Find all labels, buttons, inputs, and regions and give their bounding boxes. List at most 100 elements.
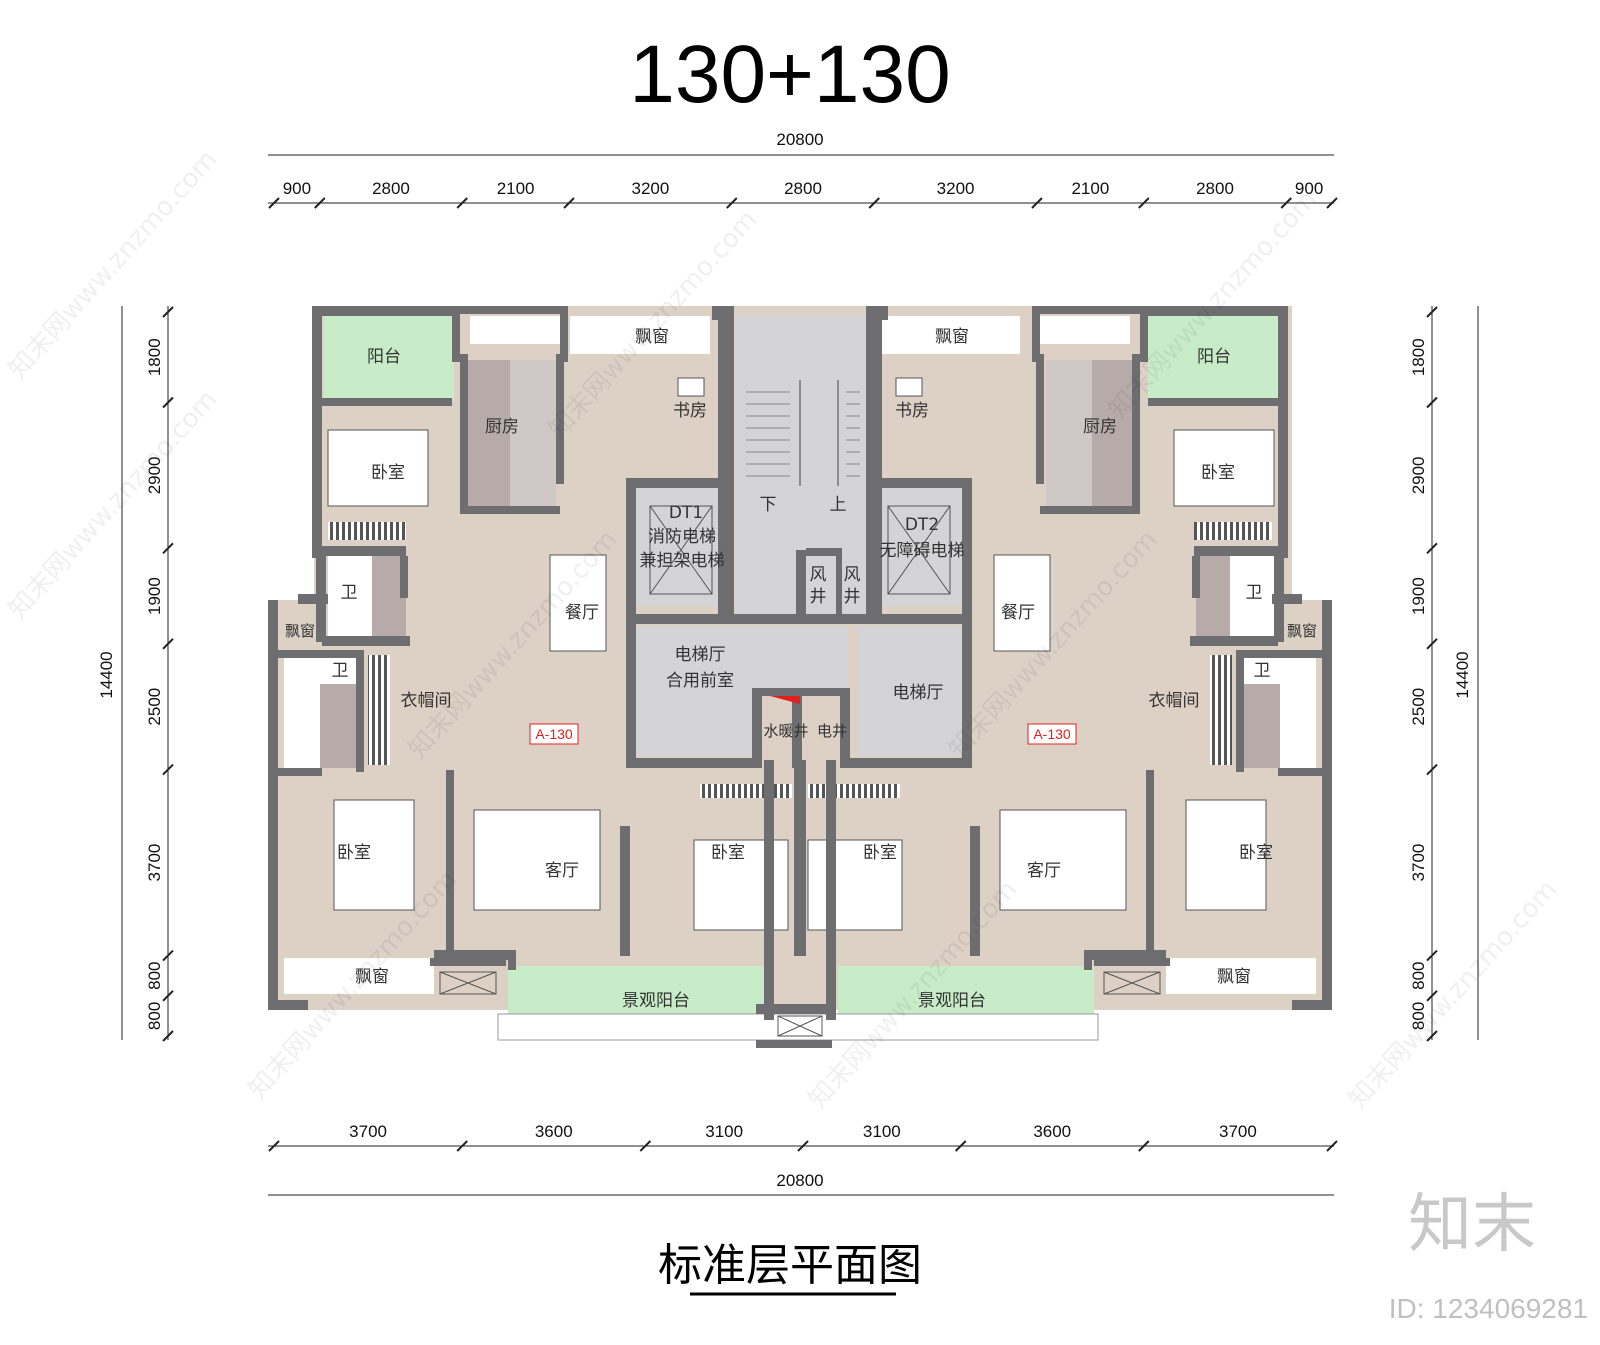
dimension-tick [1426,542,1438,555]
dimension-tick [1426,1030,1438,1042]
label-bay-top-right: 飘窗 [935,327,969,347]
dimension-tick [954,1140,967,1152]
dimension-label: 2800 [372,179,410,198]
dimension-label: 3700 [1409,844,1428,882]
label-dt1: DT1 [669,503,703,523]
label-balcony-left: 阳台 [367,347,401,367]
dimension-tick [1426,306,1438,318]
kitchen-right [1046,360,1136,510]
dimension-label: 900 [1295,179,1323,198]
bottom-total-dimension: 20800 [776,1171,823,1190]
dimension-label: 800 [145,1002,164,1030]
label-living-left: 客厅 [545,861,579,881]
label-closet-right: 衣帽间 [1149,691,1200,711]
label-electric: 电井 [817,722,847,740]
view-balcony-left [508,966,764,1014]
dimension-tick [1426,638,1438,650]
label-dining-right: 餐厅 [1001,603,1035,623]
unit-tags: A-130 A-130 [529,723,1077,745]
label-view-balcony-right: 景观阳台 [918,991,986,1011]
kitchen-left [466,360,556,510]
dimension-label: 3600 [535,1122,573,1141]
dimension-tick [1031,197,1043,209]
label-dt1-line2: 兼担架电梯 [640,551,725,571]
dimension-tick [162,542,174,555]
label-stair-up: 上 [830,495,847,515]
label-study-right: 书房 [895,401,929,421]
building-plan [268,306,1332,1048]
north-marker [770,696,800,704]
dimension-tick [162,306,174,318]
label-view-balcony-left: 景观阳台 [622,991,690,1011]
label-stair-down: 下 [760,495,777,515]
label-dt2: DT2 [905,515,939,535]
label-shaft-left-1: 风 [810,565,827,585]
balcony-right [1148,316,1278,400]
label-shaft-left-2: 井 [810,587,827,607]
dimension-tick [797,1140,809,1152]
label-bath-lower-right: 卫 [1254,661,1271,681]
unit-tag-right: A-130 [1033,726,1071,742]
dimension-tick [639,1140,652,1152]
dimension-tick [1326,197,1338,209]
plan-title: 标准层平面图 [658,1240,922,1291]
label-bay-bottom-right: 飘窗 [1217,967,1251,987]
label-bedroom-top-left: 卧室 [371,463,405,483]
elevator-lobby-right [858,626,962,756]
left-total-dimension: 14400 [97,651,116,698]
label-bay-mid-right: 飘窗 [1287,622,1317,640]
label-study-left: 书房 [673,401,707,421]
dimension-label: 2500 [145,688,164,726]
dimension-label: 800 [1409,1002,1428,1030]
brand-logo: 知末 [1408,1188,1536,1262]
dimension-label: 3100 [863,1122,901,1141]
top-total-dimension: 20800 [776,130,823,149]
dimension-tick [1138,1140,1150,1152]
dimension-label: 1900 [145,577,164,615]
dimension-label: 2800 [1196,179,1234,198]
dimension-label: 2100 [1071,179,1109,198]
label-kitchen-left: 厨房 [485,417,519,437]
label-dining-left: 餐厅 [565,603,599,623]
label-balcony-right: 阳台 [1197,347,1231,367]
dimension-label: 3700 [1219,1122,1257,1141]
dimension-tick [868,197,880,209]
dimension-label: 3700 [349,1122,387,1141]
dimension-label: 2100 [497,179,535,198]
dimension-label: 2900 [145,456,164,494]
dimension-tick [162,396,174,409]
label-bath-top-left: 卫 [341,583,358,603]
elevator-lobby-left [636,626,762,756]
page-title: 130+130 [629,29,951,120]
label-bay-mid-left: 飘窗 [285,622,315,640]
dimension-tick [162,949,174,962]
label-bedroom-lower-left: 卧室 [337,843,371,863]
dimension-label: 3200 [937,179,975,198]
dimension-tick [1426,990,1438,1002]
dimension-tick [162,1030,174,1042]
dimension-tick [456,197,468,209]
dimension-label: 3600 [1033,1122,1071,1141]
dimension-label: 1800 [145,338,164,376]
label-kitchen-right: 厨房 [1083,417,1117,437]
bottom-dimension-lines [268,1145,1334,1196]
dimension-tick [1326,1140,1338,1152]
unit-tag-left: A-130 [535,726,573,742]
dimension-tick [162,990,174,1002]
dimension-tick [1426,763,1438,776]
room-labels: 阳台 阳台 厨房 厨房 飘窗 飘窗 书房 书房 卧室 卧室 卫 卫 飘窗 飘窗 … [285,327,1317,1011]
dimension-tick [456,1140,468,1152]
right-total-dimension: 14400 [1453,651,1472,698]
dimension-label: 800 [145,961,164,989]
label-water-heat: 水暖井 [763,722,808,740]
label-bath-top-right: 卫 [1246,583,1263,603]
dimension-label: 2900 [1409,456,1428,494]
brand-id: ID: 1234069281 [1389,1293,1588,1324]
dimension-label: 2500 [1409,688,1428,726]
label-closet-left: 衣帽间 [401,691,452,711]
dimension-label: 3700 [145,844,164,882]
label-bay-bottom-left: 飘窗 [355,967,389,987]
left-dimension-group: 1800 2900 1900 2500 3700 800 800 [145,306,174,1042]
dimension-tick [314,197,326,209]
dimension-label: 2800 [784,179,822,198]
